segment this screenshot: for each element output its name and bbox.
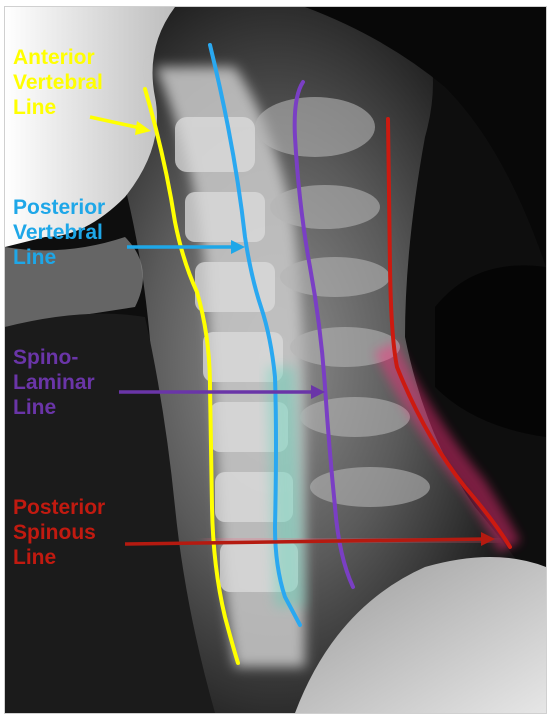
posterior-label-line-2: Vertebral	[13, 221, 103, 244]
spinous-label-line-1: Posterior	[13, 496, 106, 519]
posterior-vertebral-label: Posterior Vertebral Line	[13, 195, 105, 270]
posterior-vertebral-line	[208, 43, 302, 627]
posterior-spinous-line	[386, 117, 512, 549]
anterior-label-line-3: Line	[13, 96, 57, 119]
spinolaminar-arrow-head	[311, 385, 325, 399]
airway-shadow	[5, 313, 215, 713]
jaw-region	[5, 7, 175, 247]
occipital-shadow	[305, 7, 546, 267]
posterior-dark	[435, 265, 546, 437]
anterior-arrow-head	[135, 121, 151, 135]
anterior-vertebral-line	[143, 87, 240, 665]
anterior-arrow-shaft	[89, 115, 146, 131]
posterior-label-line-3: Line	[13, 246, 57, 269]
anterior-vertebral-label: Anterior Vertebral Line	[13, 45, 103, 120]
spino-label-line-2: Laminar	[13, 371, 95, 394]
spinous-arrow-head	[481, 532, 495, 546]
spinous-label-line-3: Line	[13, 546, 57, 569]
anterior-label-line-2: Vertebral	[13, 71, 103, 94]
cervical-spine-xray	[5, 7, 546, 713]
anterior-label-line-1: Anterior	[13, 46, 95, 69]
shoulder	[295, 557, 546, 713]
spino-label-line-3: Line	[13, 396, 57, 419]
posterior-arrow-head	[231, 240, 245, 254]
hyoid-region	[5, 237, 143, 327]
spinolaminar-label: Spino- Laminar Line	[13, 345, 95, 420]
spinous-arrow-shaft	[124, 537, 486, 546]
posterior-label-line-1: Posterior	[13, 196, 106, 219]
posterior-spinous-label: Posterior Spinous Line	[13, 495, 105, 570]
spinolaminar-line	[292, 80, 355, 589]
xray-image-frame: Anterior Vertebral Line Posterior Verteb…	[4, 6, 547, 714]
spino-label-line-1: Spino-	[13, 346, 79, 369]
spinous-label-line-2: Spinous	[13, 521, 96, 544]
